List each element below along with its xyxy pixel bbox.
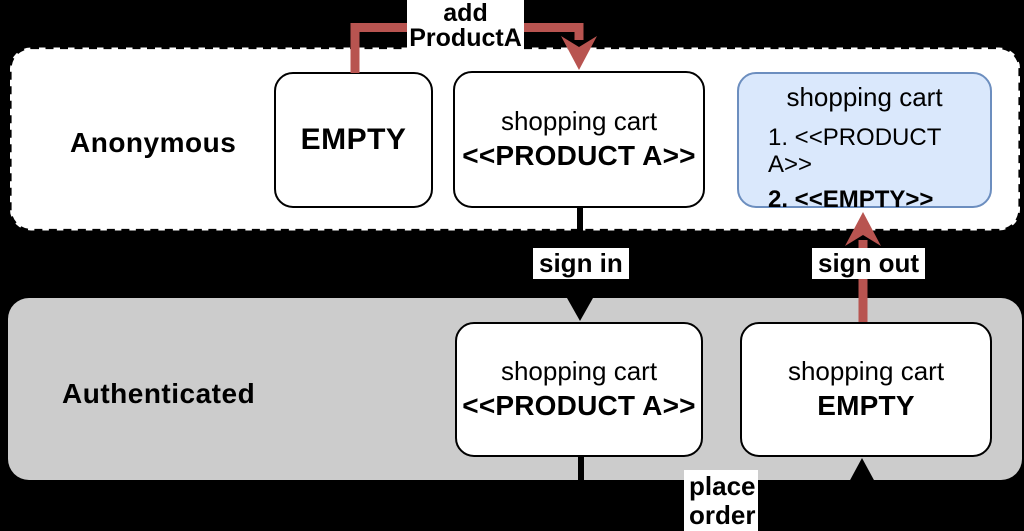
state-title: shopping cart: [786, 82, 943, 112]
state-value: <<PRODUCT A>>: [462, 140, 696, 172]
arrowhead-add-product-icon: [561, 36, 597, 70]
edge-label-line: order: [689, 500, 756, 530]
state-value: EMPTY: [817, 390, 915, 422]
state-anon-cart-product-a: shopping cart <<PRODUCT A>>: [453, 71, 705, 208]
state-anon-empty: EMPTY: [274, 72, 433, 208]
edge-label-line: add: [443, 0, 488, 27]
state-anon-cart-list: shopping cart 1. <<PRODUCT A>> 2. <<EMPT…: [737, 72, 992, 213]
state-title: shopping cart: [787, 356, 945, 387]
edge-label-sign-out: sign out: [812, 248, 926, 279]
state-title: shopping cart: [500, 356, 658, 387]
arrowhead-sign-out-icon: [845, 212, 881, 246]
cart-item-list: 1. <<PRODUCT A>> 2. <<EMPTY>>: [739, 112, 990, 214]
state-anon-empty-label: EMPTY: [300, 123, 407, 157]
state-value: <<PRODUCT A>>: [462, 390, 696, 422]
lane-anonymous-label: Anonymous: [70, 127, 237, 158]
edge-label-place-order: place order: [684, 470, 758, 531]
state-auth-empty: shopping cart EMPTY: [740, 322, 992, 457]
cart-item-1: 1. <<PRODUCT A>>: [768, 124, 941, 178]
arrowhead-place-order-icon: [849, 458, 875, 482]
edge-label-add-product: add ProductA: [407, 0, 524, 54]
arrowhead-sign-in-icon: [567, 298, 593, 321]
state-title: shopping cart: [500, 106, 658, 137]
state-auth-cart-product-a: shopping cart <<PRODUCT A>>: [455, 322, 703, 457]
edge-label-line: ProductA: [409, 24, 522, 52]
edge-label-line: place: [689, 471, 756, 501]
edge-label-sign-in: sign in: [533, 248, 629, 279]
lane-authenticated-label: Authenticated: [62, 378, 256, 409]
cart-item-2: 2. <<EMPTY>>: [768, 185, 934, 213]
